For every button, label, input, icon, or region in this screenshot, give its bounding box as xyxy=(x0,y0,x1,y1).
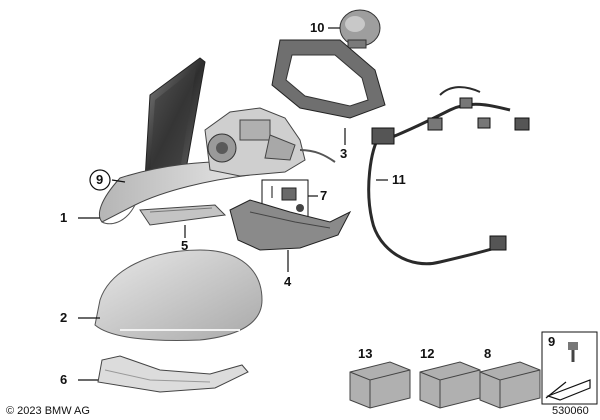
copyright-text: © 2023 BMW AG xyxy=(6,405,90,417)
callout-9-circle xyxy=(89,169,111,191)
part-mirror-housing xyxy=(98,57,251,225)
part-motor-cap xyxy=(339,9,381,49)
callout-5: 5 xyxy=(181,238,188,253)
callout-3: 3 xyxy=(340,146,347,161)
callout-1: 1 xyxy=(60,210,67,225)
callout-12: 12 xyxy=(420,346,434,361)
part-base-cover xyxy=(139,204,227,226)
part-kit-8 xyxy=(479,361,541,409)
callout-13: 13 xyxy=(358,346,372,361)
diagram-id: 530060 xyxy=(552,405,589,417)
callout-4: 4 xyxy=(284,274,292,289)
callout-6: 6 xyxy=(60,372,67,387)
part-kit-12 xyxy=(419,361,481,409)
screw-box xyxy=(541,331,598,405)
part-trim-piece xyxy=(229,199,352,251)
part-mirror-cap xyxy=(94,249,263,341)
callout-9: 9 xyxy=(96,172,103,187)
part-wiring-harness xyxy=(367,86,530,266)
callout-11: 11 xyxy=(392,172,406,187)
part-kit-13 xyxy=(349,361,411,409)
part-mirror-frame xyxy=(271,39,386,119)
callout-2: 2 xyxy=(60,310,67,325)
callout-9-box: 9 xyxy=(548,334,555,349)
callout-7: 7 xyxy=(320,188,327,203)
callout-8: 8 xyxy=(484,346,491,361)
part-mirror-motor xyxy=(204,107,336,177)
part-turn-signal xyxy=(97,355,249,393)
callout-10: 10 xyxy=(310,20,324,35)
